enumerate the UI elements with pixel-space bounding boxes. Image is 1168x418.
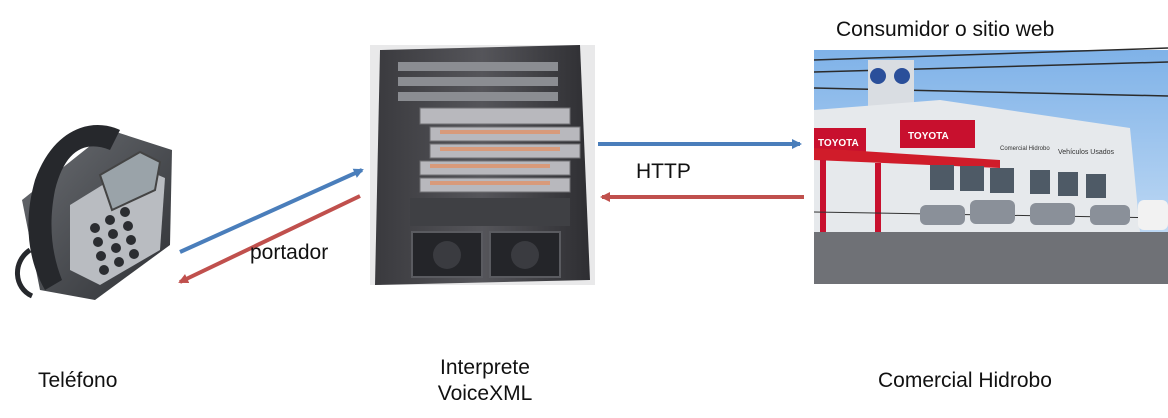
- server-node: [370, 45, 595, 285]
- sign-text-1: TOYOTA: [818, 138, 859, 149]
- phone-label: Teléfono: [38, 369, 118, 392]
- server-label-line1: Interprete: [440, 356, 530, 379]
- website-header-label: Consumidor o sitio web: [836, 18, 1055, 41]
- dealership-building-photo: TOYOTA TOYOTA Comercial Hidrobo Vehículo…: [813, 47, 1168, 284]
- arrow-server-to-phone: [178, 194, 361, 284]
- http-edge-label: HTTP: [636, 160, 691, 183]
- portador-edge-label: portador: [250, 241, 329, 264]
- server-label: Interprete VoiceXML: [400, 355, 570, 407]
- server-label-line2: VoiceXML: [437, 382, 533, 405]
- desk-phone-icon: [15, 125, 172, 300]
- website-node: TOYOTA TOYOTA Comercial Hidrobo Vehículo…: [813, 47, 1168, 284]
- sign-text-2: TOYOTA: [908, 131, 949, 142]
- sign-text-4: Vehículos Usados: [1058, 149, 1115, 156]
- network-switch-chassis-icon: [370, 45, 595, 285]
- phone-node: [15, 125, 172, 300]
- sign-text-3: Comercial Hidrobo: [1000, 146, 1050, 152]
- arrow-phone-to-server: [179, 168, 364, 254]
- website-label: Comercial Hidrobo: [878, 369, 1052, 392]
